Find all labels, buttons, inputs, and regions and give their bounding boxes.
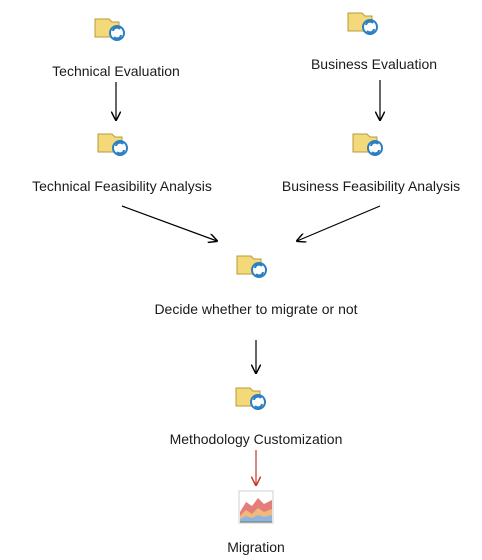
task-refresh-icon	[235, 250, 271, 285]
edge-business-feasibility-to-decide	[297, 205, 381, 241]
task-refresh-icon	[93, 13, 129, 48]
node-label: Methodology Customization	[169, 431, 343, 447]
node-label: Decide whether to migrate or not	[154, 301, 358, 317]
task-refresh-icon	[351, 128, 387, 163]
node-label: Technical Evaluation	[52, 63, 180, 79]
edge-technical-feasibility-to-decide	[121, 205, 217, 241]
task-refresh-icon	[96, 128, 132, 163]
node-label: Business Feasibility Analysis	[281, 178, 461, 194]
task-refresh-icon	[346, 7, 382, 42]
node-label: Technical Feasibility Analysis	[32, 178, 212, 194]
node-label: Migration	[227, 539, 285, 555]
area-chart-icon	[238, 490, 274, 529]
task-refresh-icon	[234, 382, 270, 417]
node-label: Business Evaluation	[310, 56, 438, 72]
